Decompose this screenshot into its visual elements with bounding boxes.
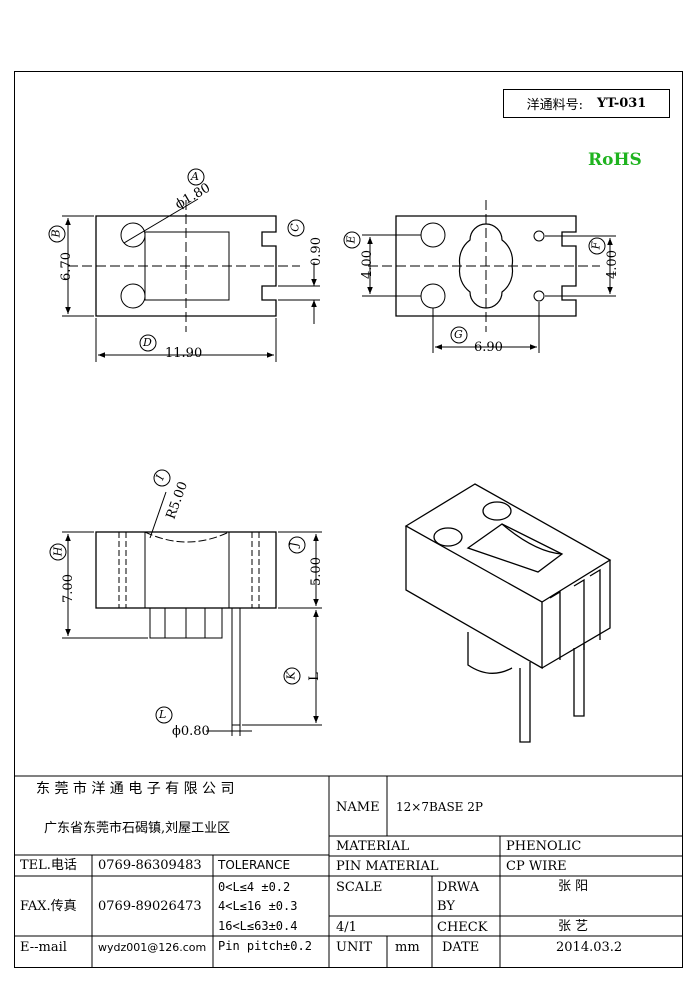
tel-label: TEL.电话 (20, 858, 77, 873)
dim-6-70: 6.70 (58, 252, 74, 281)
tel-number: 0769-86309483 (98, 858, 202, 873)
part-number-box: 洋通料号: YT-031 (503, 89, 670, 118)
date-value: 2014.03.2 (556, 940, 623, 955)
company-address: 广东省东莞市石碣镇,刘屋工业区 (44, 821, 231, 836)
marker-h: H (51, 546, 65, 557)
part-number-label: 洋通料号: (526, 98, 584, 113)
dim-5-00: 5.00 (308, 557, 324, 586)
scale-label: SCALE (336, 880, 383, 895)
checked-by-value: 张 艺 (558, 919, 589, 934)
drawing-frame (14, 71, 683, 968)
fax-number: 0769-89026473 (98, 899, 202, 914)
dim-4-00-right: 4.00 (604, 250, 620, 279)
name-label: NAME (336, 800, 380, 815)
company-name: 东 莞 市 洋 通 电 子 有 限 公 司 (36, 781, 235, 797)
material-value: PHENOLIC (506, 839, 582, 854)
dim-11-90: 11.90 (165, 346, 203, 361)
check-label: CHECK (437, 920, 488, 935)
drawn-by-value: 张 阳 (558, 879, 589, 894)
bottom-view (362, 200, 616, 353)
marker-e: E (344, 235, 358, 244)
marker-j: J (287, 542, 301, 547)
drawn-by-label-2: BY (437, 899, 455, 914)
unit-value: mm (395, 940, 420, 955)
pin-material-value: CP WIRE (506, 859, 567, 874)
email-label: E--mail (20, 940, 67, 955)
unit-label: UNIT (336, 940, 373, 955)
date-label: DATE (442, 940, 480, 955)
marker-l: L (159, 708, 167, 721)
front-view (62, 491, 322, 736)
material-label: MATERIAL (336, 839, 410, 854)
fax-label: FAX.传真 (20, 899, 77, 914)
title-block-grid (14, 775, 683, 968)
pin-material-label: PIN MATERIAL (336, 859, 439, 874)
marker-b: B (49, 229, 63, 238)
scale-value: 4/1 (336, 920, 357, 935)
tolerance-range-2: 4<L≤16 ±0.3 (218, 899, 298, 913)
dim-l: L (306, 672, 322, 681)
marker-c: C (288, 223, 302, 232)
dimension-markers (48, 168, 606, 724)
dim-6-90: 6.90 (474, 340, 503, 355)
isometric-view (404, 483, 612, 743)
drawn-by-label-1: DRWA (437, 880, 480, 895)
part-number: YT-031 (597, 96, 647, 111)
marker-f: F (589, 241, 603, 250)
tolerance-label: TOLERANCE (218, 858, 291, 872)
email-address: wydz001@126.com (98, 941, 207, 954)
marker-k: K (284, 671, 298, 680)
marker-d: D (143, 336, 152, 349)
tolerance-range-3: 16<L≤63±0.4 (218, 919, 298, 933)
dim-0-90: 0.90 (308, 237, 324, 266)
tolerance-pin-pitch: Pin pitch±0.2 (218, 939, 312, 953)
rohs-mark: RoHS (588, 150, 642, 170)
marker-a: A (191, 170, 199, 183)
dim-7-00: 7.00 (60, 574, 76, 603)
dim-4-00-left: 4.00 (359, 250, 375, 279)
part-name: 12×7BASE 2P (396, 800, 483, 814)
top-view (62, 198, 320, 362)
dim-phi-0-80: ϕ0.80 (172, 724, 210, 739)
marker-g: G (454, 328, 463, 341)
tolerance-range-1: 0<L≤4 ±0.2 (218, 880, 291, 894)
